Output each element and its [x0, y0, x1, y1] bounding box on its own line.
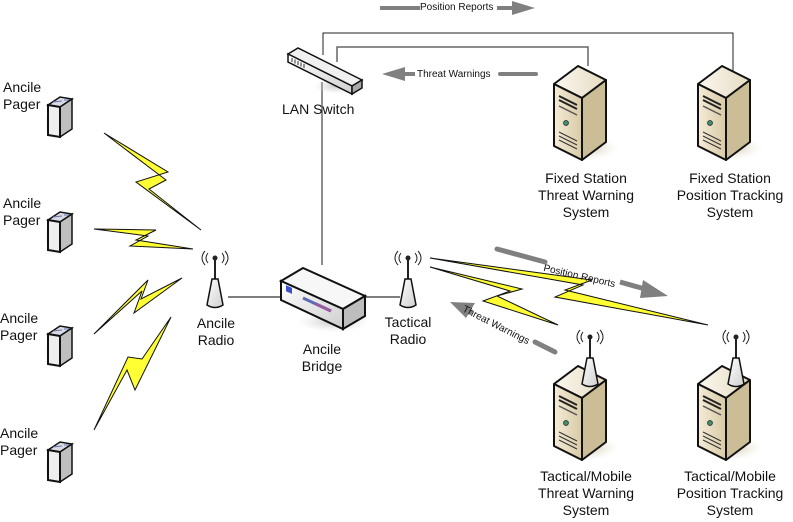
top-position-reports-arrow: [380, 1, 535, 15]
fixed-threat-server-icon: [553, 65, 619, 161]
lightning-pager4-radio: [93, 316, 172, 431]
flow-label-top-position-reports: Position Reports: [420, 2, 494, 13]
mobile-position-server-icon: [697, 329, 763, 461]
ancile-bridge-icon: [278, 266, 369, 332]
wireless-threat-warnings-arrow: [450, 302, 558, 355]
flow-label-top-threat-warnings: Threat Warnings: [417, 69, 491, 80]
lightning-tactical-mobile-threat: [429, 266, 559, 326]
lightning-pager3-radio: [93, 277, 183, 335]
top-threat-warnings-arrow: [382, 67, 538, 81]
pager-icon-1: [43, 96, 73, 142]
pager-icon-2: [43, 211, 73, 257]
lightning-pager1-radio: [103, 132, 202, 231]
mobile-threat-server-icon: [553, 329, 619, 461]
lan-switch-icon: [286, 47, 364, 96]
lan-switch-label: LAN Switch: [282, 101, 355, 117]
wireless-position-reports-arrow: [494, 246, 668, 298]
ancile-radio-icon: [201, 250, 229, 309]
wire-switch-fixed-position: [322, 32, 734, 86]
wired-connections: [228, 32, 734, 298]
tactical-radio-icon: [394, 250, 422, 309]
pager-icon-3: [43, 325, 73, 371]
fixed-position-server-icon: [697, 65, 763, 161]
wire-switch-fixed-threat: [336, 46, 589, 66]
wireless-links: [93, 132, 709, 431]
pager-icon-4: [43, 441, 73, 487]
lightning-pager2-radio: [93, 228, 194, 250]
lightning-tactical-mobile-position: [429, 257, 709, 326]
